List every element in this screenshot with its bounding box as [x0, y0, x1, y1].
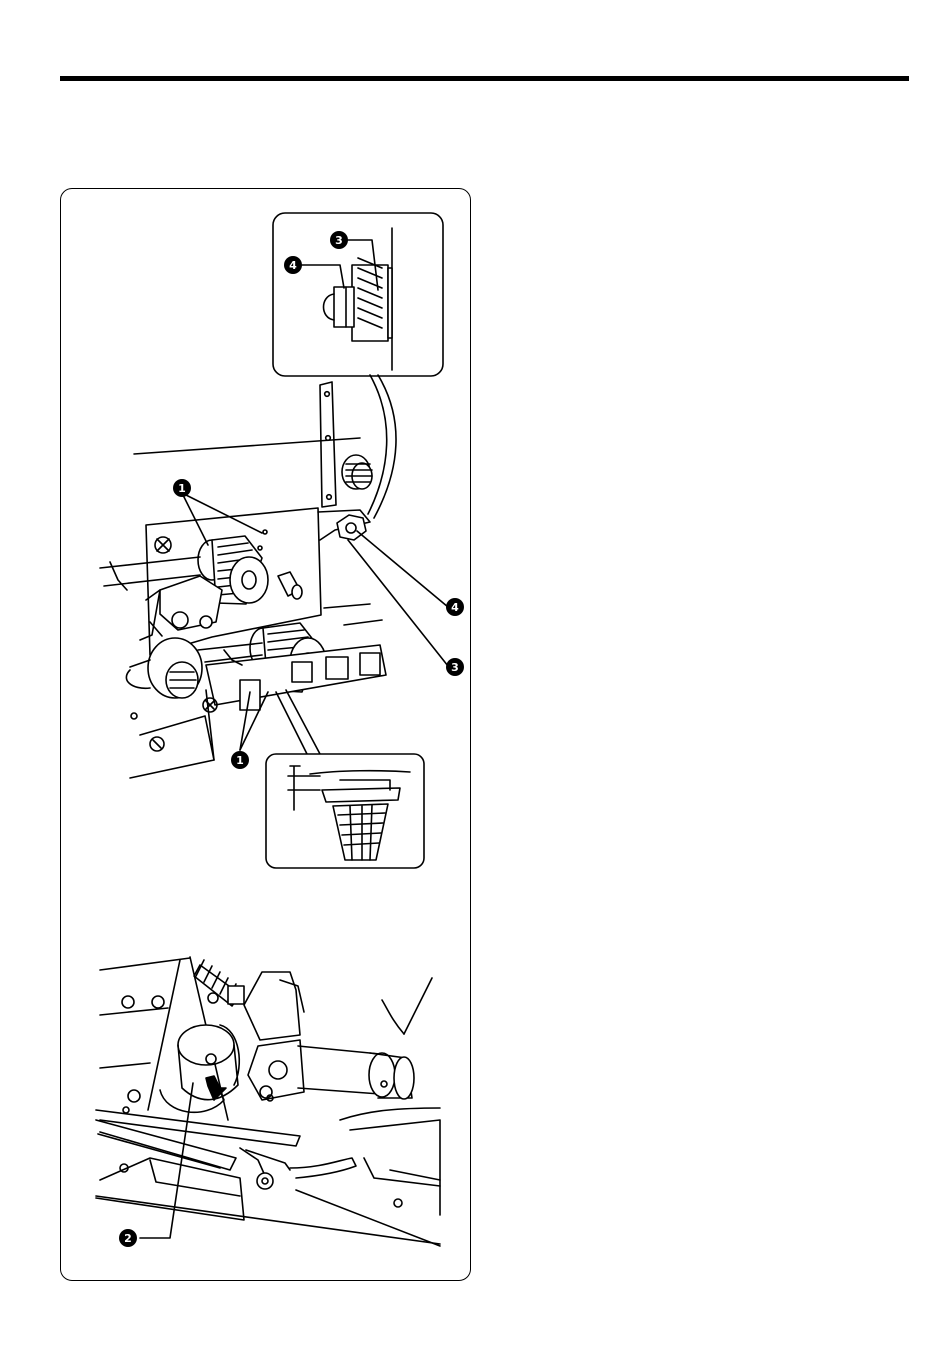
inset-gap-detail [266, 754, 424, 868]
callout-2: 2 [119, 1229, 137, 1247]
leader-2 [140, 1083, 193, 1238]
callout-4-inset: 4 [284, 256, 302, 274]
callout-3-inset: 3 [330, 231, 348, 249]
svg-text:4: 4 [451, 601, 459, 614]
svg-text:4: 4 [289, 259, 297, 272]
thread-trimmer-assembly [96, 957, 440, 1246]
callout-1-upper: 1 [173, 479, 191, 497]
inset-spring-detail [273, 213, 443, 376]
svg-text:1: 1 [178, 482, 186, 495]
inset-connector [368, 375, 387, 514]
svg-text:3: 3 [451, 661, 459, 674]
callout-1-lower: 1 [231, 751, 249, 769]
svg-text:3: 3 [335, 234, 343, 247]
svg-text:2: 2 [124, 1232, 132, 1245]
callout-4: 4 [446, 598, 464, 616]
svg-text:1: 1 [236, 754, 244, 767]
callout-3: 3 [446, 658, 464, 676]
